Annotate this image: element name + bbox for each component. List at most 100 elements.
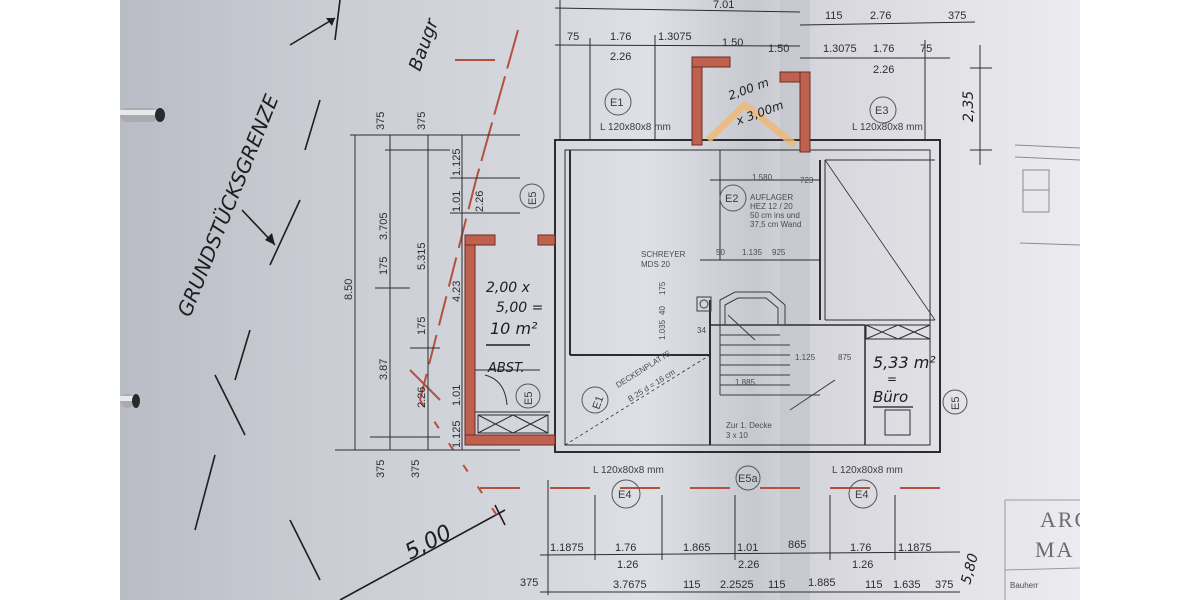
binder-ring-icon	[120, 394, 140, 408]
dim-top: 115	[825, 10, 843, 22]
dim-left: 1.01	[451, 191, 463, 212]
dim-top: 375	[948, 10, 966, 22]
ceiling-label: Zur 1. Decke	[726, 421, 772, 430]
stair-dim: 175	[658, 281, 667, 295]
dim-left: 5.315	[416, 242, 428, 270]
dim-bottom: 115	[683, 579, 701, 591]
dim-left: 375	[375, 460, 387, 478]
dim-top: 1.76	[873, 43, 894, 55]
lintel-label: L 120x80x8 mm	[600, 122, 671, 133]
binder-ring-icon	[120, 108, 165, 122]
dim-bottom: 375	[935, 579, 953, 591]
stair-dim: 40	[658, 306, 667, 315]
dim-left: 175	[416, 317, 428, 335]
bay-width: 2,00 m	[726, 75, 770, 103]
stair-dim: 50	[716, 248, 725, 257]
title-block-line1: ARC	[1040, 507, 1080, 532]
dim-bottom: 115	[768, 579, 786, 591]
dim-bottom: 1.26	[852, 559, 873, 571]
property-line-label: GRUNDSTÜCKSGRENZE	[172, 91, 283, 320]
dim-top: 1.50	[768, 43, 789, 55]
dim-bottom: 1.1875	[898, 542, 932, 554]
dim-bottom: 1.01	[737, 542, 758, 554]
building-line-label: Baugr	[405, 15, 444, 74]
marker-e3: E3	[875, 105, 888, 117]
office-room	[865, 324, 931, 436]
building-line	[409, 29, 960, 521]
stair-dim: 1.125	[795, 353, 816, 362]
building-walls	[554, 139, 941, 453]
dim-bottom: 1.76	[615, 542, 636, 554]
stair-dim: 1.885	[735, 378, 756, 387]
dim-bottom: 865	[788, 539, 806, 551]
dim-left: 2.26	[474, 191, 486, 212]
dim-bottom: 1.26	[617, 559, 638, 571]
title-block-client: Bauherr	[1010, 581, 1039, 590]
stair-beam-label: MDS 20	[641, 260, 670, 269]
office-label: Büro	[873, 388, 908, 406]
stair-dim: 723	[800, 176, 814, 185]
dim-top: 75	[567, 31, 579, 43]
dim-top: 1.76	[610, 31, 631, 43]
stair-dim: 925	[772, 248, 786, 257]
dim-top: 1.3075	[658, 31, 692, 43]
dim-bottom: 3.7675	[613, 579, 647, 591]
dim-top: 2.76	[870, 10, 891, 22]
support-label: AUFLAGER	[750, 193, 793, 202]
support-label: HEZ 12 / 20	[750, 202, 793, 211]
dim-left: 3.705	[378, 212, 390, 240]
stair-dim: 1.035	[658, 319, 667, 340]
dim-top: 2.26	[873, 64, 894, 76]
marker-e5: E5	[527, 192, 539, 205]
dim-bottom-handwritten: 5,80	[958, 552, 982, 586]
ceiling-label: 3 x 10	[726, 431, 748, 440]
garage-label: ABST.	[487, 361, 525, 376]
marker-e5: E5	[523, 392, 535, 405]
garage-walls	[464, 234, 556, 446]
bay-depth: x 3,00m	[733, 98, 785, 128]
dim-left: 375	[375, 112, 387, 130]
dim-left: 4.23	[451, 281, 463, 302]
dim-top: 1.3075	[823, 43, 857, 55]
lintel-label: L 120x80x8 mm	[593, 465, 664, 476]
dim-bottom: 375	[520, 577, 538, 589]
dim-overall: 7.01	[713, 0, 734, 11]
elevation-sketch	[1014, 144, 1080, 246]
stair-dim: 1.580	[752, 173, 773, 182]
bottom-dimension-lines	[539, 480, 961, 595]
left-dimension-lines	[335, 134, 520, 451]
lintel-label: L 120x80x8 mm	[852, 122, 923, 133]
floorplan-photo: GRUNDSTÜCKSGRENZE Baugr 5,00 7.01 75 1.7…	[120, 0, 1080, 600]
marker-e5a: E5a	[738, 473, 758, 485]
dim-left: 375	[416, 112, 428, 130]
dim-bottom: 1.635	[893, 579, 921, 591]
dim-left: 375	[410, 460, 422, 478]
garage-length: 5,00 =	[496, 300, 543, 316]
dim-right-handwritten: 2,35	[961, 91, 977, 122]
stair-dim: 1.135	[742, 248, 763, 257]
marker-e5: E5	[950, 397, 962, 410]
marker-e2: E2	[725, 193, 738, 205]
title-block	[1004, 499, 1080, 600]
garage-area: 10 m²	[490, 319, 538, 338]
office-area: 5,33 m²	[873, 353, 936, 372]
dim-left: 1.125	[451, 148, 463, 176]
dim-top: 1.50	[722, 37, 743, 49]
stair-dim: 34	[697, 326, 706, 335]
setback-dimension: 5,00	[401, 520, 456, 565]
dim-bottom: 1.865	[683, 542, 711, 554]
marker-e3: E1	[610, 97, 623, 109]
dim-bottom: 1.1875	[550, 542, 584, 554]
position-markers	[515, 88, 968, 509]
dim-left: 1.125	[451, 420, 463, 448]
arrow-icon	[265, 18, 335, 245]
right-dimension-line	[970, 45, 992, 165]
top-dimension-lines	[554, 0, 976, 140]
lintel-label: L 120x80x8 mm	[832, 465, 903, 476]
garage-width: 2,00 x	[486, 280, 531, 296]
dim-bottom: 1.885	[808, 577, 836, 589]
stair-dim: 875	[838, 353, 852, 362]
support-label: 37,5 cm Wand	[750, 220, 801, 229]
stair-beam-label: SCHREYER	[641, 250, 686, 259]
marker-e4: E4	[618, 489, 631, 501]
